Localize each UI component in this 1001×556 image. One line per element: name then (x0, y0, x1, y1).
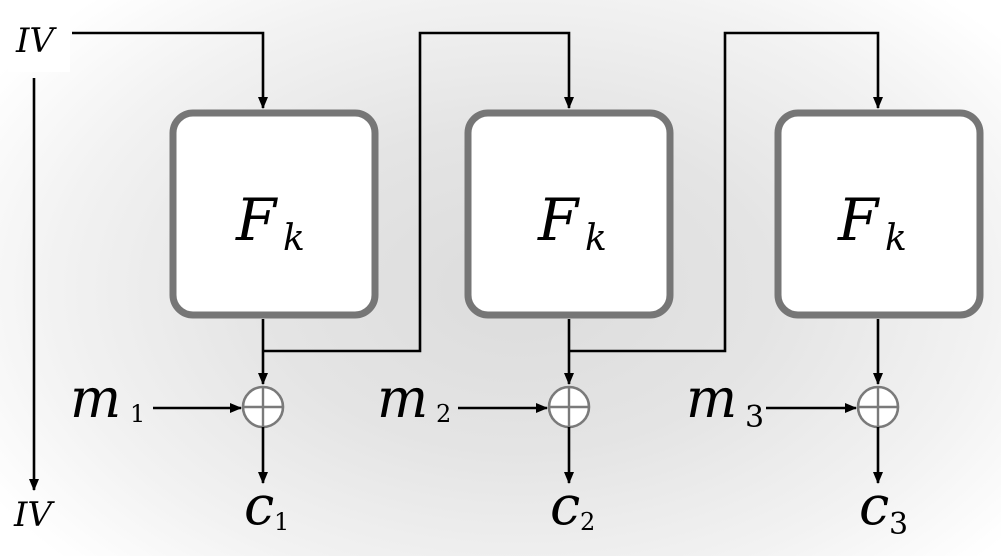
prf-block-3-box (774, 109, 984, 319)
prf-block-3-subscript: k (885, 218, 907, 259)
ciphertext-2-subscript: 2 (580, 508, 595, 536)
iv-label-background (8, 10, 70, 72)
prf-block-2-label: F (537, 186, 580, 254)
prf-block-1-label: F (235, 186, 278, 254)
block1-to-block2-wire (263, 31, 574, 353)
prf-block-2-subscript: k (585, 218, 607, 259)
ciphertext-1-label: c (244, 474, 274, 537)
message-3-subscript: 3 (745, 400, 764, 435)
iv-bottom-label: IV (13, 495, 55, 535)
ciphertext-2-label: c (550, 474, 580, 537)
ciphertext-1-subscript: 1 (274, 508, 289, 536)
message-1-label: m (70, 367, 121, 430)
message-2-subscript: 2 (436, 400, 451, 428)
prf-block-1-subscript: k (283, 218, 305, 259)
ciphertext-3-label: c (859, 474, 889, 537)
iv-top-label: IV (15, 21, 57, 61)
prf-block-2-box (464, 109, 674, 319)
prf-block-1-box (169, 109, 379, 319)
prf-block-3-label: F (837, 186, 880, 254)
block2-to-block3-wire (569, 31, 883, 353)
message-3-label: m (686, 367, 737, 430)
iv-to-block1-wire (72, 31, 268, 109)
prf-block-3: F k (774, 109, 984, 319)
message-2-label: m (377, 367, 428, 430)
prf-block-2: F k (464, 109, 674, 319)
prf-block-1: F k (169, 109, 379, 319)
xor-operator-2 (547, 385, 591, 429)
ciphertext-3-subscript: 3 (889, 507, 908, 542)
xor-operator-3 (856, 385, 900, 429)
message-1-subscript: 1 (130, 400, 145, 428)
xor-operator-1 (241, 385, 285, 429)
